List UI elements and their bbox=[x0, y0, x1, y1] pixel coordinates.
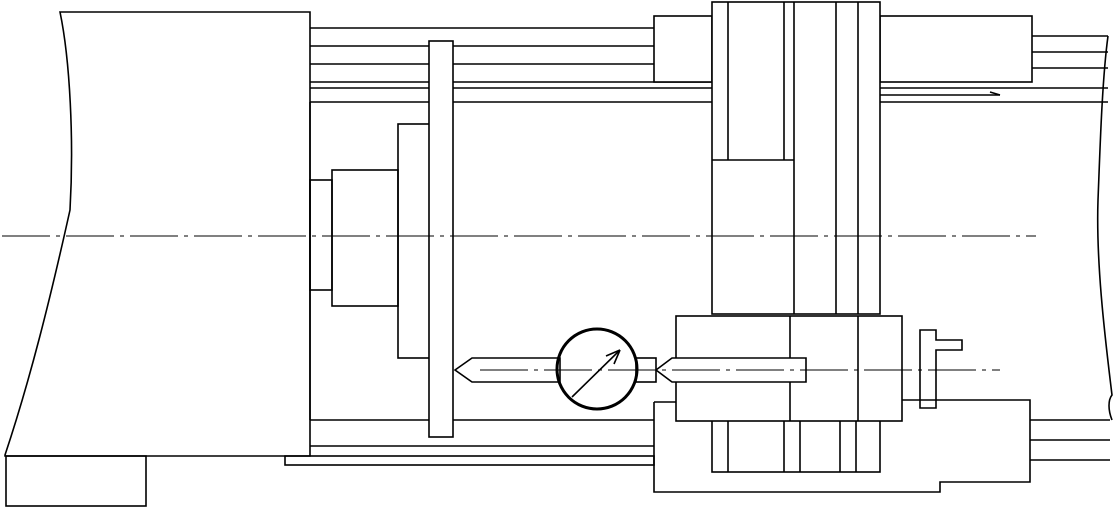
dial-indicator bbox=[555, 327, 639, 411]
upper-guide-rails bbox=[310, 27, 1108, 103]
right-break-line bbox=[1096, 35, 1113, 421]
lower-carriage bbox=[653, 315, 1031, 493]
headstock bbox=[4, 11, 311, 507]
upper-cross-slide bbox=[653, 1, 1033, 315]
clamp-lever bbox=[919, 329, 963, 409]
dial-indicator-stem bbox=[453, 357, 807, 383]
lower-guide-rails bbox=[284, 419, 1110, 466]
chuck-body bbox=[309, 40, 454, 438]
